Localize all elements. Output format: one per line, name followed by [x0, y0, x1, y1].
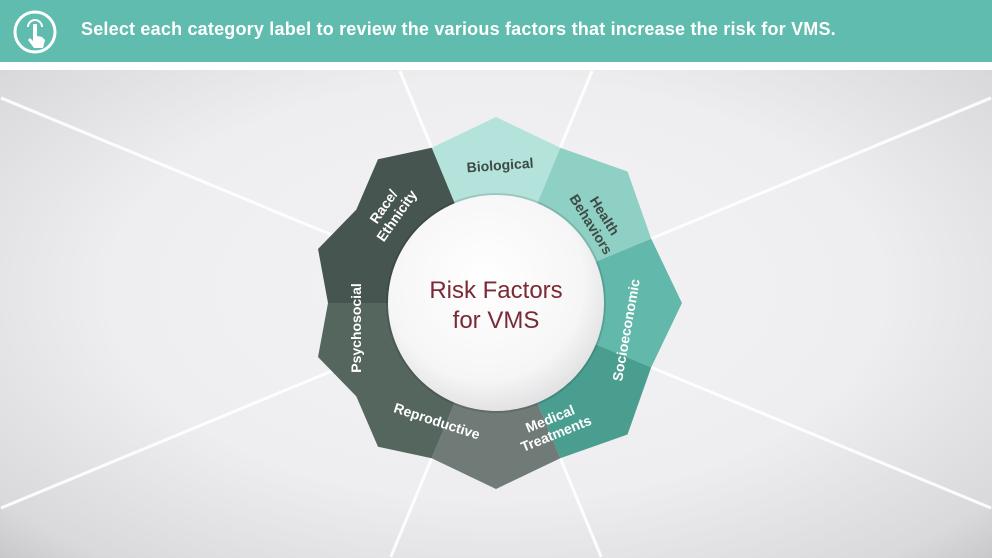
- center-circle: [388, 195, 604, 411]
- segment-race-ethnicity[interactable]: [318, 147, 458, 303]
- instruction-text: Select each category label to review the…: [81, 19, 836, 39]
- segment-psychosocial[interactable]: [318, 303, 458, 459]
- category-socioeconomic[interactable]: [588, 238, 682, 368]
- tap-hand-icon: [13, 10, 57, 54]
- instruction-header: Select each category label to review the…: [0, 0, 992, 62]
- segment-socioeconomic[interactable]: [588, 238, 682, 368]
- category-psychosocial[interactable]: [318, 303, 458, 459]
- category-biological[interactable]: [431, 117, 561, 211]
- center-title-line2: for VMS: [453, 307, 540, 334]
- risk-factor-wheel: Risk Factors for VMS BiologicalHealthBeh…: [0, 70, 992, 558]
- category-reproductive[interactable]: [431, 395, 561, 489]
- center-title-line1: Risk Factors: [429, 277, 562, 304]
- label-biological[interactable]: Biological: [466, 155, 534, 176]
- header-divider: [0, 62, 992, 70]
- label-psychosocial[interactable]: Psychosocial: [348, 283, 364, 373]
- segment-reproductive[interactable]: [431, 395, 561, 489]
- segment-biological[interactable]: [431, 117, 561, 211]
- category-race-ethnicity[interactable]: [318, 147, 458, 303]
